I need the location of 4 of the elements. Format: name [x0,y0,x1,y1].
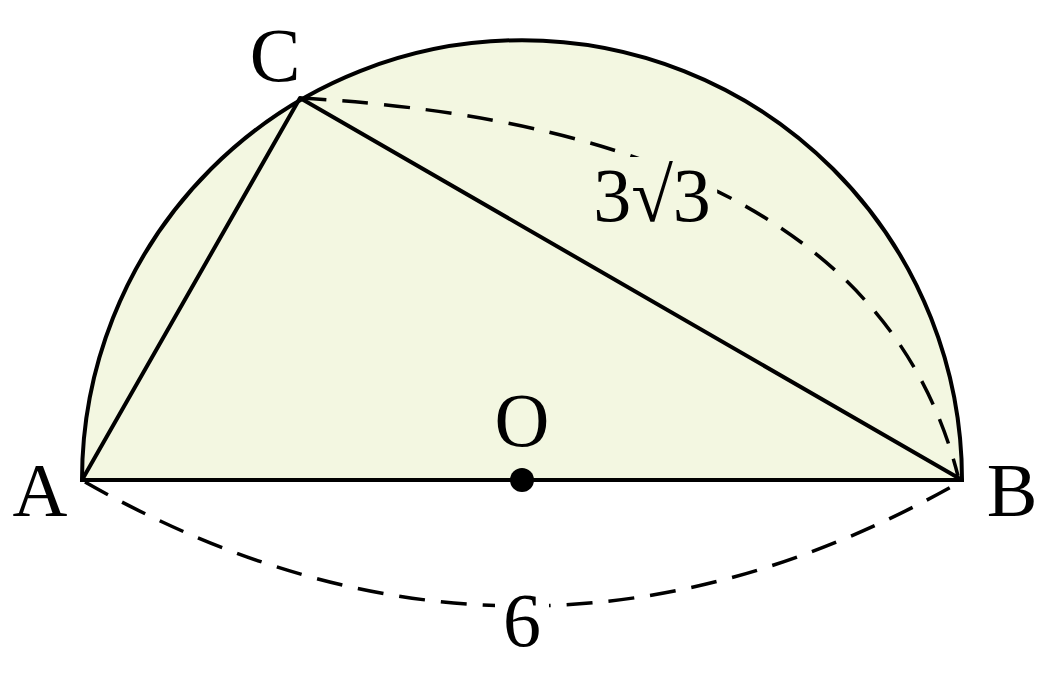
point-label: A [12,452,68,528]
point-label: B [986,452,1038,528]
point-label: O [494,382,550,458]
point-label: C [249,17,301,93]
